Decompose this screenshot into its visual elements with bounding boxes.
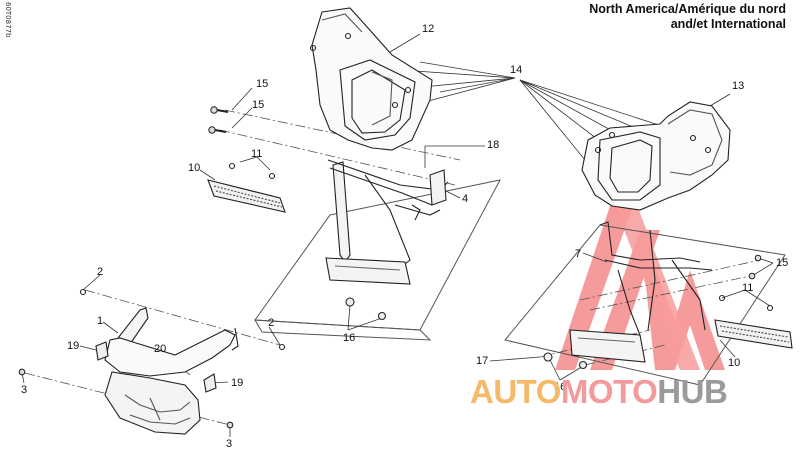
watermark-moto: MOTO <box>560 373 658 410</box>
bolts-left <box>208 106 229 134</box>
callout-2-upper: 2 <box>97 266 104 278</box>
callout-3-bottom: 3 <box>226 438 233 450</box>
callout-12: 12 <box>422 23 435 35</box>
watermark-text: AUTOMOTOHUB <box>470 372 790 412</box>
callout-2-lower: 2 <box>268 317 275 329</box>
callout-11-right: 11 <box>742 282 754 294</box>
callout-10-right: 10 <box>728 357 741 369</box>
support-frame-right <box>599 221 713 336</box>
callout-15-upper: 15 <box>256 78 269 90</box>
storage-bin-right <box>581 101 731 211</box>
callout-18: 18 <box>487 139 500 151</box>
drawing-ref-code: 60T0877b <box>2 2 14 72</box>
storage-bin-left <box>309 7 433 151</box>
region-title-line1: North America/Amérique du nord <box>589 2 786 16</box>
watermark-hub: HUB <box>657 373 728 410</box>
support-frame-left <box>327 159 449 269</box>
front-bumper <box>18 288 286 435</box>
callout-19-right: 19 <box>231 377 244 389</box>
callout-14: 14 <box>510 64 523 76</box>
callout-20: 20 <box>154 343 167 355</box>
right-mount-plane <box>504 224 786 386</box>
callout-17: 17 <box>476 355 489 367</box>
callout-3-left: 3 <box>21 384 28 396</box>
region-title-line2: and/et International <box>670 17 786 31</box>
callout-13: 13 <box>732 80 745 92</box>
callout-19-left: 19 <box>67 340 80 352</box>
watermark-auto: AUTO <box>470 373 561 410</box>
callout-16-right: 16 <box>554 381 567 393</box>
drawing-ref-code-text: 60T0877b <box>4 2 12 38</box>
callout-7: 7 <box>575 248 582 260</box>
bolts-right <box>748 254 762 280</box>
footrest-right <box>714 294 793 349</box>
bracket-plate-left <box>325 257 411 321</box>
callout-16-left: 16 <box>343 332 356 344</box>
footrest-left <box>207 162 286 213</box>
callout-1: 1 <box>97 315 104 327</box>
bracket-plate-right <box>543 329 646 370</box>
callout-11-left: 11 <box>251 148 263 160</box>
callout-10-left: 10 <box>188 162 201 174</box>
region-title: North America/Amérique du nord and/et In… <box>526 2 786 32</box>
callout-15-right: 15 <box>776 257 789 269</box>
callout-15-lower: 15 <box>252 99 265 111</box>
callout-4: 4 <box>462 193 469 205</box>
